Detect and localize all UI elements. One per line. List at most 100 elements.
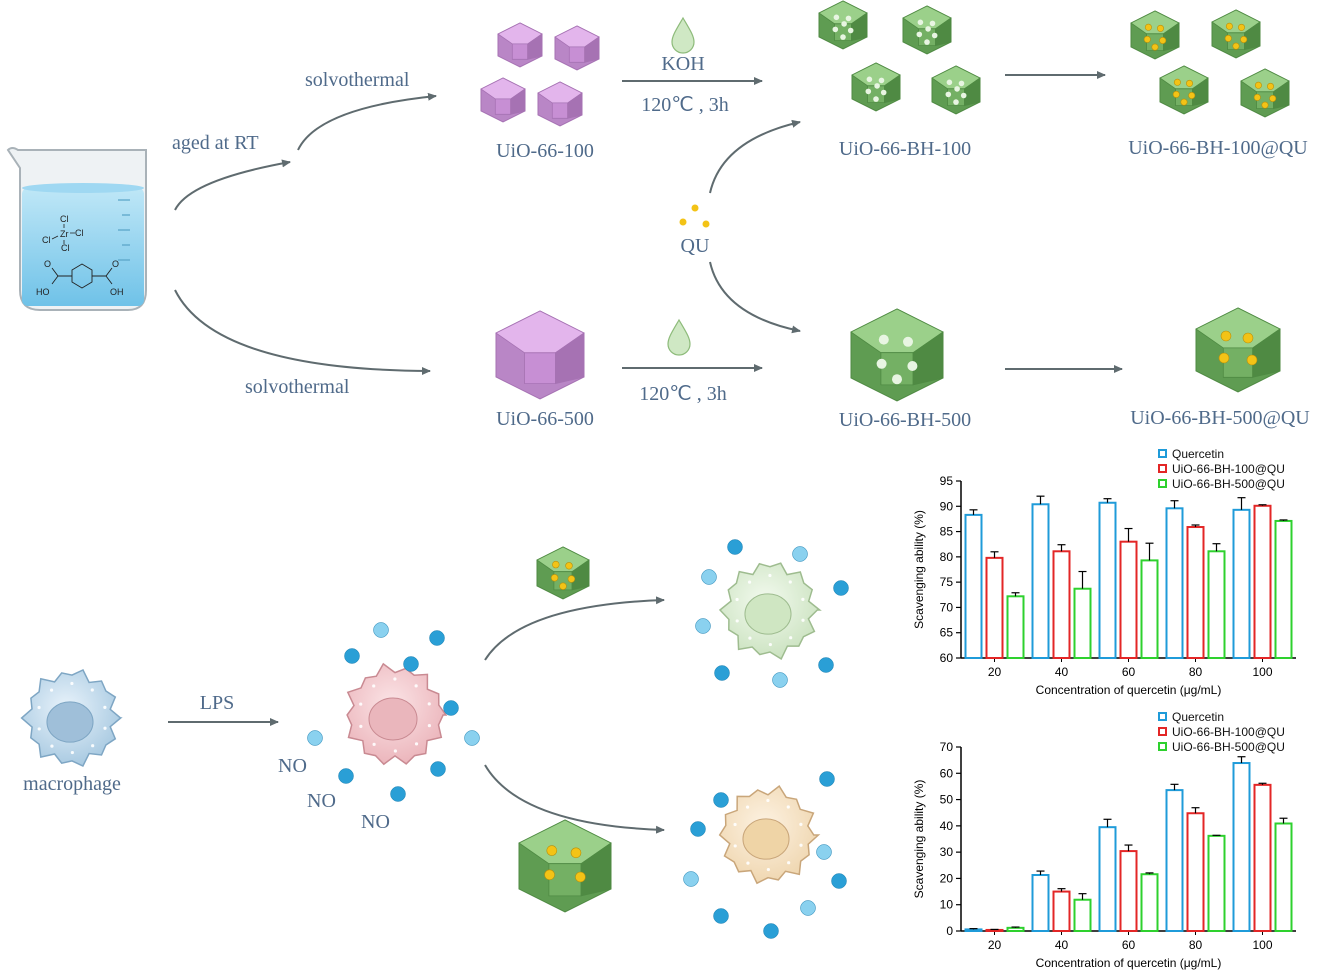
y-tick-label: 0 bbox=[946, 924, 953, 938]
y-tick-label: 10 bbox=[940, 898, 954, 912]
svg-text:O: O bbox=[112, 259, 119, 269]
no-molecule-dot bbox=[792, 546, 808, 562]
uio-66-500-crystal bbox=[495, 310, 585, 400]
arrow-qu-down bbox=[709, 261, 801, 334]
bar bbox=[1253, 504, 1272, 659]
label-uio-66-100: UiO-66-100 bbox=[496, 140, 594, 162]
bar bbox=[1119, 540, 1138, 660]
no-molecule-dot bbox=[690, 821, 706, 837]
bar bbox=[1253, 783, 1272, 933]
no-molecule-dot bbox=[443, 700, 459, 716]
uio-66-bh-100-crystal bbox=[931, 65, 981, 115]
x-axis-label: Concentration of quercetin (μg/mL) bbox=[1036, 683, 1222, 697]
svg-text:Cl: Cl bbox=[60, 214, 69, 224]
x-tick-label: 20 bbox=[988, 938, 1002, 952]
legend-item-quercetin: Quercetin bbox=[1158, 446, 1285, 461]
arrow-treat-bh100 bbox=[484, 596, 665, 661]
nucleus bbox=[742, 818, 790, 860]
bar bbox=[1186, 526, 1205, 660]
arrow-solvothermal-bottom bbox=[174, 289, 431, 375]
bar bbox=[1098, 826, 1117, 933]
legend-item-bh100qu: UiO-66-BH-100@QU bbox=[1158, 461, 1285, 476]
svg-text:Zr: Zr bbox=[60, 229, 69, 239]
no-molecule-dot bbox=[429, 630, 445, 646]
arrow-aged bbox=[174, 159, 291, 211]
no-molecule-dot bbox=[373, 622, 389, 638]
x-axis-label: Concentration of quercetin (μg/mL) bbox=[1036, 956, 1222, 970]
y-tick-label: 95 bbox=[940, 474, 954, 488]
nucleus bbox=[46, 701, 94, 743]
uio-66-bh-100-qu-crystal bbox=[1130, 10, 1180, 60]
no-molecule-dot bbox=[800, 900, 816, 916]
bar bbox=[1140, 559, 1159, 660]
bar bbox=[964, 513, 983, 660]
bar bbox=[1073, 587, 1092, 660]
zr-cl-molecule: Cl Zr Cl Cl Cl bbox=[42, 214, 84, 253]
y-tick-label: 70 bbox=[940, 600, 954, 614]
bar bbox=[1052, 890, 1071, 932]
bar bbox=[964, 928, 983, 932]
uio-66-bh-100-crystal bbox=[818, 0, 868, 50]
no-molecule-dot bbox=[695, 618, 711, 634]
x-tick-label: 60 bbox=[1122, 665, 1136, 679]
y-tick-label: 60 bbox=[940, 766, 954, 780]
svg-text:HO: HO bbox=[36, 287, 50, 297]
label-no-3: NO bbox=[361, 811, 390, 833]
y-tick-label: 20 bbox=[940, 871, 954, 885]
x-tick-label: 60 bbox=[1122, 938, 1136, 952]
label-solvothermal-top: solvothermal bbox=[305, 69, 410, 91]
no-molecule-dot bbox=[714, 665, 730, 681]
svg-text:O: O bbox=[44, 259, 51, 269]
bar bbox=[1165, 789, 1184, 933]
x-tick-label: 80 bbox=[1189, 665, 1203, 679]
mof-crystals bbox=[480, 0, 1290, 913]
no-molecule-dot bbox=[833, 580, 849, 596]
chart1-legend: Quercetin UiO-66-BH-100@QU UiO-66-BH-500… bbox=[1158, 446, 1285, 491]
uio-66-100-crystal bbox=[554, 25, 600, 71]
svg-text:Cl: Cl bbox=[42, 235, 51, 245]
y-axis-label: Scavenging ability (%) bbox=[912, 780, 926, 899]
legend-item-bh100qu: UiO-66-BH-100@QU bbox=[1158, 724, 1285, 739]
y-axis-label: Scavenging ability (%) bbox=[912, 510, 926, 629]
cells bbox=[20, 562, 822, 885]
svg-text:OH: OH bbox=[110, 287, 124, 297]
bar bbox=[985, 928, 1004, 932]
uio-66-100-crystal bbox=[497, 22, 543, 68]
bar bbox=[1031, 503, 1050, 659]
quercetin-dots-icon bbox=[679, 204, 710, 228]
treated-macrophage-bh100 bbox=[718, 562, 822, 660]
no-molecule-dot bbox=[713, 908, 729, 924]
label-uio-66-bh-100-qu: UiO-66-BH-100@QU bbox=[1128, 137, 1308, 159]
label-uio-66-bh-500: UiO-66-BH-500 bbox=[838, 409, 972, 431]
uio-66-bh-100-qu-crystal bbox=[1159, 65, 1209, 115]
arrow-solvothermal-top bbox=[297, 92, 437, 151]
no-molecule-dot bbox=[727, 539, 743, 555]
nucleus bbox=[744, 593, 792, 635]
no-molecule-dot bbox=[344, 648, 360, 664]
solution bbox=[22, 188, 144, 306]
bar bbox=[1232, 762, 1251, 933]
uio-66-100-crystal bbox=[537, 81, 583, 127]
bar bbox=[1098, 501, 1117, 660]
x-tick-label: 100 bbox=[1252, 938, 1272, 952]
arrow-qu-up bbox=[709, 119, 801, 194]
no-molecule-dot bbox=[307, 730, 323, 746]
y-tick-label: 65 bbox=[940, 626, 954, 640]
label-koh: KOH bbox=[661, 53, 705, 75]
no-molecules bbox=[307, 539, 849, 939]
no-molecule-dot bbox=[403, 656, 419, 672]
label-condition-top: 120℃ , 3h bbox=[641, 94, 729, 116]
uio-66-bh-100-qu-crystal bbox=[1240, 68, 1290, 118]
label-uio-66-bh-500-qu: UiO-66-BH-500@QU bbox=[1130, 407, 1310, 429]
no-molecule-dot bbox=[390, 786, 406, 802]
lps-activated-macrophage bbox=[346, 662, 448, 766]
no-molecule-dot bbox=[430, 761, 446, 777]
label-no-1: NO bbox=[278, 755, 307, 777]
treatment-bh500qu-crystal bbox=[518, 819, 612, 913]
x-tick-label: 80 bbox=[1189, 938, 1203, 952]
no-molecule-dot bbox=[772, 672, 788, 688]
chart2-legend: Quercetin UiO-66-BH-100@QU UiO-66-BH-500… bbox=[1158, 709, 1285, 754]
no-molecule-dot bbox=[763, 923, 779, 939]
